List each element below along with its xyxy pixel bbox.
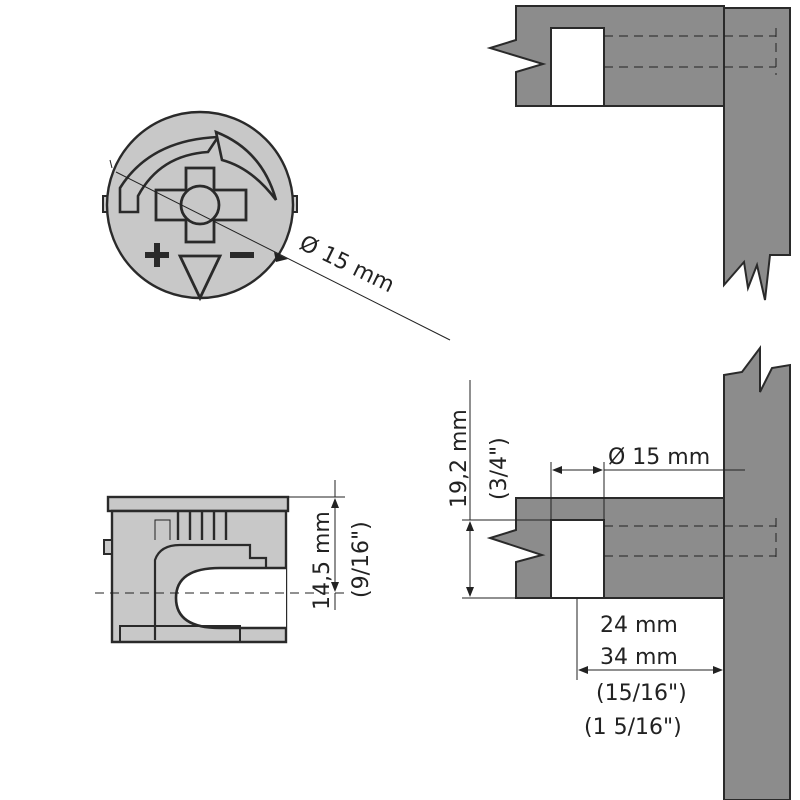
edge-distance-a-mm-label: 24 mm (600, 613, 678, 638)
vertical-panel-top (723, 7, 791, 301)
cam-height-mm-label: 14,5 mm (310, 511, 335, 610)
cam-side-view: 14,5 mm (9/16") (95, 480, 374, 644)
cam-side-flange (106, 495, 290, 513)
vertical-panel-bottom (723, 345, 791, 800)
cam-bore-bottom (550, 519, 605, 599)
edge-distance-b-in-label: (1 5/16") (584, 715, 682, 740)
cam-rotation-arc (118, 135, 221, 214)
horizontal-panel-top (486, 5, 725, 107)
cam-bore-top (550, 27, 605, 107)
minus-icon (230, 252, 254, 258)
edge-distance-a-in-label: (15/16") (596, 681, 687, 706)
cam-top-view: Ø 15 mm (102, 110, 451, 341)
cam-diameter-leader (115, 171, 451, 341)
bore-depth-mm-label: 19,2 mm (447, 409, 472, 508)
edge-distance-b-mm-label: 34 mm (600, 645, 678, 670)
corner-assembly-top (486, 5, 791, 301)
bore-diameter-label: Ø 15 mm (608, 445, 710, 470)
cam-height-in-label: (9/16") (349, 521, 374, 598)
cam-ribs (176, 511, 228, 540)
horizontal-panel-bottom (486, 497, 725, 599)
direction-arrow-icon (177, 254, 223, 302)
bore-depth-in-label: (3/4") (487, 437, 512, 500)
plus-icon (145, 243, 169, 267)
corner-assembly-bottom: Ø 15 mm 19,2 mm (3/4") 24 mm 34 mm (15/1… (447, 345, 791, 800)
cam-u-slot (174, 566, 286, 630)
